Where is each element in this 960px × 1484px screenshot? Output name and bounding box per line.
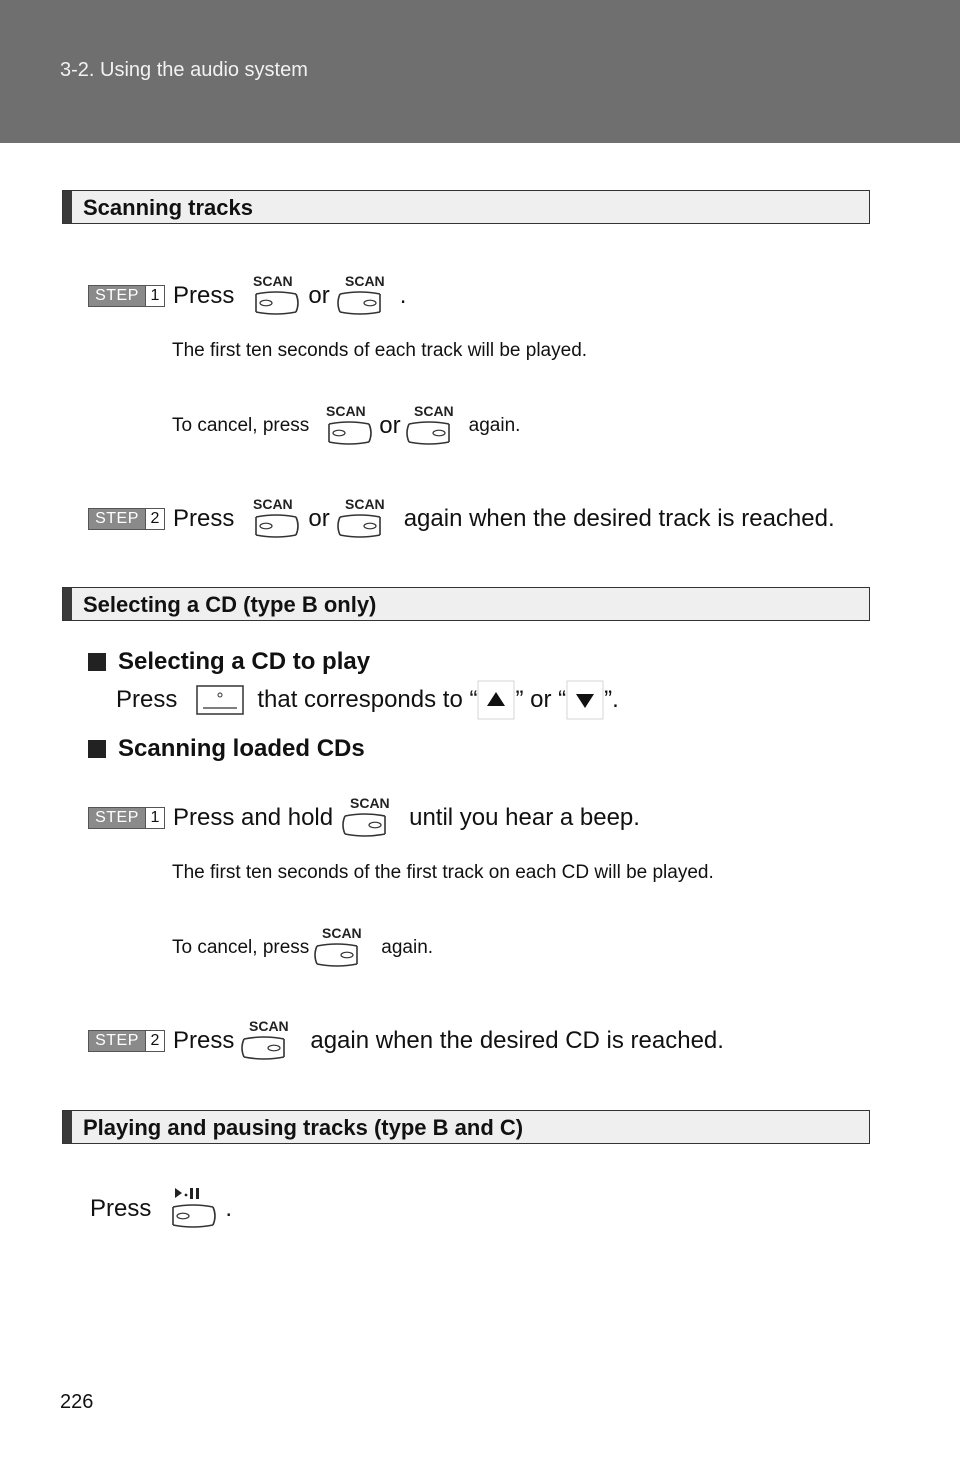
play-pause-button-icon <box>172 1188 217 1228</box>
step-text: Press <box>173 1027 235 1054</box>
subheading-selecting-cd: Selecting a CD to play <box>88 648 370 676</box>
play-pause-instruction: Press . <box>90 1186 232 1232</box>
cancel-note-line: To cancel, press or again. <box>172 403 520 449</box>
or-text: or <box>308 505 330 532</box>
scan-left-button-icon <box>325 403 373 445</box>
subheading-text: Scanning loaded CDs <box>118 735 365 762</box>
scan-right-button-icon <box>241 1018 290 1060</box>
subheading-scanning-cds: Scanning loaded CDs <box>88 735 365 763</box>
period-text: . <box>225 1195 233 1222</box>
instruction-text: ” or “ <box>515 686 567 713</box>
cancel-note-line: To cancel, press again. <box>172 925 433 971</box>
section-title: Playing and pausing tracks (type B and C… <box>83 1115 524 1140</box>
up-arrow-icon <box>478 680 515 720</box>
subheading-text: Selecting a CD to play <box>118 648 371 675</box>
instruction-text: ”. <box>604 686 619 713</box>
page-number: 226 <box>60 1391 94 1413</box>
square-bullet-icon <box>88 740 106 758</box>
instruction-text: Press <box>90 1195 152 1222</box>
period-text: . <box>399 282 407 309</box>
step-text: until you hear a beep. <box>409 804 640 831</box>
header-bar: 3-2. Using the audio system <box>0 0 960 143</box>
section-heading-selecting-cd: Selecting a CD (type B only) <box>62 587 870 621</box>
or-text: or <box>308 282 330 309</box>
scan-right-button-icon <box>342 795 391 837</box>
note-text: To cancel, press <box>172 415 310 436</box>
scan-right-button-icon <box>314 925 363 967</box>
down-arrow-icon <box>566 680 604 720</box>
section-heading-play-pause: Playing and pausing tracks (type B and C… <box>62 1110 870 1144</box>
step-text: again when the desired track is reached. <box>403 505 835 532</box>
section-title: Scanning tracks <box>83 195 253 220</box>
step-text: Press <box>173 282 235 309</box>
square-bullet-icon <box>88 653 106 671</box>
step-text: Press <box>173 505 235 532</box>
or-text: or <box>379 412 401 439</box>
scan-right-button-icon <box>336 273 386 315</box>
step-text: Press and hold <box>173 804 334 831</box>
note-text: again. <box>468 415 521 436</box>
section-title: Selecting a CD (type B only) <box>83 592 377 617</box>
section-heading-scanning-tracks: Scanning tracks <box>62 190 870 224</box>
note-text: again. <box>381 937 434 958</box>
scan-right-button-icon <box>336 496 386 538</box>
preset-button-icon <box>196 685 245 715</box>
instruction-text: Press <box>116 686 178 713</box>
note-text: To cancel, press <box>172 937 310 958</box>
note-text: The first ten seconds of the first track… <box>172 862 714 883</box>
scan-left-button-icon <box>252 273 300 315</box>
scan-right-button-icon <box>405 403 455 445</box>
note-text: The first ten seconds of each track will… <box>172 340 588 361</box>
step-text: again when the desired CD is reached. <box>310 1027 724 1054</box>
scan-left-button-icon <box>252 496 300 538</box>
section-breadcrumb: 3-2. Using the audio system <box>60 59 308 81</box>
instruction-text: that corresponds to “ <box>257 686 478 713</box>
select-cd-instruction: Press that corresponds to “ ” or “ ”. <box>116 680 619 720</box>
